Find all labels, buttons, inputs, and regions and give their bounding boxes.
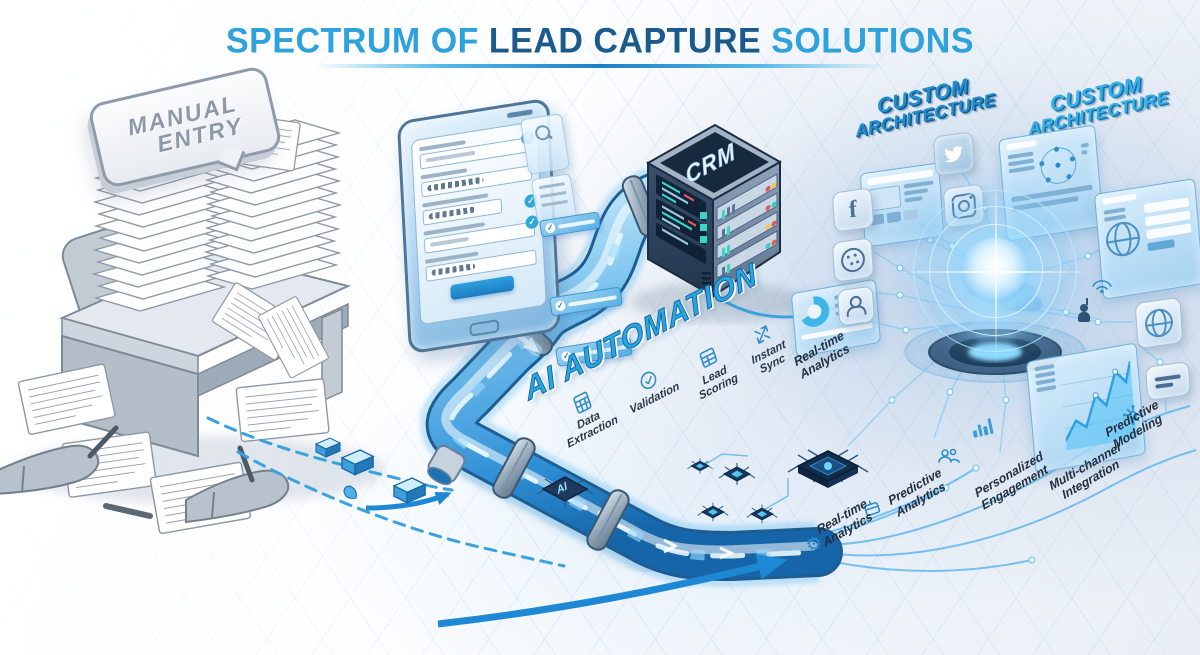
clock-check-icon <box>640 371 657 390</box>
search-icon <box>534 124 552 142</box>
document-table-icon <box>699 347 718 368</box>
donut-chart <box>798 294 831 330</box>
node-ring-chart <box>1039 144 1078 187</box>
people-icon <box>938 448 960 464</box>
text-lines <box>538 182 569 212</box>
check-icon: ✓ <box>554 299 567 312</box>
ai-chip: AI <box>536 476 594 507</box>
feature-instant-sync: Instant Sync <box>724 307 809 388</box>
sync-arrows-icon <box>754 325 771 344</box>
writing-hand-left <box>0 425 119 495</box>
page-title: SPECTRUM OF LEAD CAPTURE SOLUTIONS <box>0 21 1200 62</box>
document-grid-icon <box>573 391 592 414</box>
secure-box-icon <box>860 495 885 518</box>
title-part-3: SOLUTIONS <box>761 21 975 61</box>
wifi-icon <box>1090 276 1114 294</box>
manual-entry-illustration <box>0 104 385 535</box>
data-conveyor <box>206 416 566 568</box>
feature-validation: Validation <box>610 353 691 422</box>
web-cookie-icon <box>831 237 875 283</box>
globe-chart <box>1104 219 1142 259</box>
instagram-icon <box>942 183 986 229</box>
twitter-bird-glyph <box>944 145 963 163</box>
model-network-icon <box>1122 404 1144 426</box>
title-underline <box>315 64 885 68</box>
server-rack-slats <box>716 173 778 279</box>
broadcast-person-icon <box>1076 298 1092 322</box>
ai-chip-label: AI <box>554 480 569 497</box>
globe-icon <box>1134 296 1184 350</box>
title-part-1: SPECTRUM OF <box>225 21 489 61</box>
facebook-icon: f <box>831 187 875 233</box>
server-screen-rows <box>656 174 711 285</box>
area-chart <box>1060 360 1137 451</box>
cpu-chip <box>787 449 869 488</box>
tablet-home-button <box>469 319 500 337</box>
network-graph-panel <box>998 124 1104 242</box>
twitter-icon <box>932 131 976 177</box>
flow-arrow <box>437 554 788 628</box>
feature-data-extraction: Data Extraction <box>544 375 629 456</box>
check-icon: ✓ <box>544 221 556 234</box>
search-card <box>519 113 571 175</box>
submit-button[interactable] <box>449 275 515 301</box>
title-part-2: LEAD CAPTURE <box>488 21 762 61</box>
trend-chart-panel <box>1025 342 1147 474</box>
circuit-traces <box>699 405 1197 572</box>
light-beam <box>974 238 1016 366</box>
tablet-camera <box>506 109 533 119</box>
feature-lead-scoring: Lead Scoring <box>670 330 755 411</box>
